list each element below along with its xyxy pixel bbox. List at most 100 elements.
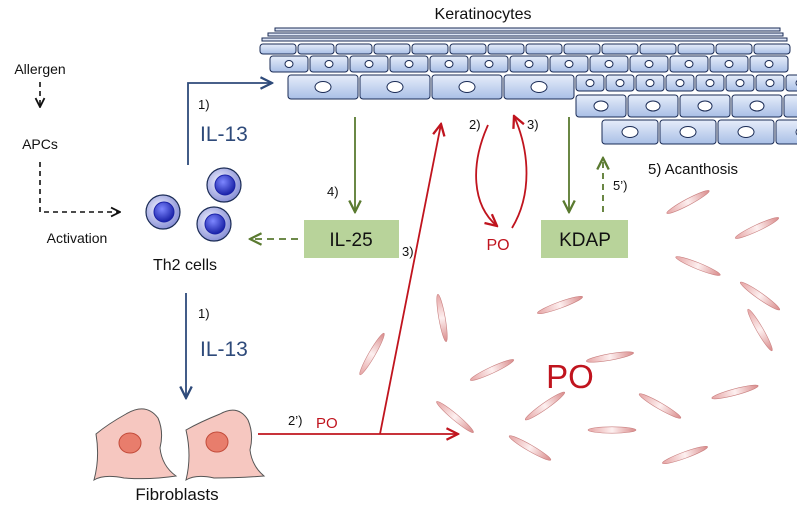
keratinocyte-cell	[429, 55, 469, 73]
keratinocyte-cell	[287, 74, 359, 100]
po-fiber	[537, 295, 583, 315]
il13-to-keratinocytes-arrow	[187, 83, 272, 165]
po-fiber	[638, 393, 682, 419]
keratinocyte-cell	[411, 43, 449, 55]
il25-label: IL-25	[329, 230, 372, 251]
keratinocyte-cell	[709, 55, 749, 73]
po-fiber	[711, 384, 759, 400]
keratinocyte-cell	[601, 43, 639, 55]
keratinocytes-label: Keratinocytes	[435, 6, 532, 23]
po-large-label: PO	[546, 358, 594, 395]
keratinocyte-cell	[659, 119, 717, 145]
po-fiber	[666, 190, 710, 214]
po-fiber	[734, 217, 780, 239]
step2-label: 2)	[469, 117, 481, 132]
keratinocyte-cell	[575, 94, 627, 118]
keratinocyte-cell	[725, 74, 755, 92]
apc-activation-arrow	[39, 162, 120, 212]
fibroblast-cell	[93, 408, 178, 482]
keratinocyte-cell	[679, 94, 731, 118]
keratinocyte-to-po-arrow	[475, 124, 497, 226]
po-fiber	[739, 281, 781, 311]
keratinocyte-cell	[775, 119, 797, 145]
il25-box: IL-25	[304, 220, 399, 258]
po-fiber	[469, 359, 515, 381]
keratinocyte-cell	[715, 43, 753, 55]
keratinocyte-cell	[601, 119, 659, 145]
keratinocyte-cell	[575, 74, 605, 92]
keratinocyte-cell	[731, 94, 783, 118]
keratinocyte-cells	[259, 43, 797, 145]
keratinocyte-cell	[665, 74, 695, 92]
keratinocyte-cell	[503, 74, 575, 100]
keratinocyte-cell	[695, 74, 725, 92]
po-fiber	[586, 351, 634, 363]
po-fibroblast-label: PO	[316, 415, 338, 432]
keratinocyte-cell	[259, 43, 297, 55]
keratinocyte-cell	[469, 55, 509, 73]
keratinocyte-cell	[487, 43, 525, 55]
po-fiber	[587, 426, 637, 434]
keratinocyte-cell	[605, 74, 635, 92]
po-fiber	[436, 294, 448, 342]
po-to-keratinocyte-long-arrow	[379, 124, 441, 435]
keratinocyte-cell	[549, 55, 589, 73]
keratinocyte-cell	[509, 55, 549, 73]
step1-mid-label: 1)	[198, 306, 210, 321]
po-fiber	[675, 256, 721, 276]
fibroblast-cell	[185, 409, 266, 482]
keratinocyte-cell	[639, 43, 677, 55]
keratinocyte-cell	[269, 55, 309, 73]
keratinocyte-cell	[349, 55, 389, 73]
step5-prime-label: 5’)	[613, 178, 627, 193]
po-fiber	[747, 308, 773, 352]
keratinocyte-cell	[309, 55, 349, 73]
step1-top-label: 1)	[198, 97, 210, 112]
keratinocyte-cell	[785, 74, 797, 92]
th2-cell	[145, 194, 181, 230]
th2-cell	[206, 167, 242, 203]
po-fiber	[359, 332, 385, 376]
keratinocyte-cell	[627, 94, 679, 118]
il13-mid-label: IL-13	[200, 338, 248, 361]
activation-label: Activation	[47, 230, 108, 246]
po-fibers	[359, 190, 781, 465]
il13-top-label: IL-13	[200, 123, 248, 146]
keratinocyte-cell	[717, 119, 775, 145]
stratum-corneum	[261, 27, 788, 42]
keratinocyte-cell	[297, 43, 335, 55]
keratinocyte-cell	[525, 43, 563, 55]
keratinocyte-cell	[431, 74, 503, 100]
keratinocyte-layer	[259, 27, 797, 145]
kdap-label: KDAP	[559, 230, 611, 251]
keratinocyte-cell	[749, 55, 789, 73]
keratinocyte-cell	[449, 43, 487, 55]
keratinocyte-cell	[589, 55, 629, 73]
keratinocyte-cell	[635, 74, 665, 92]
step4-label: 4)	[327, 184, 339, 199]
po-loop-label: PO	[486, 237, 509, 254]
po-fiber	[524, 391, 566, 421]
keratinocyte-cell	[359, 74, 431, 100]
fibroblasts-label: Fibroblasts	[135, 485, 218, 504]
th2-cell	[196, 206, 232, 242]
keratinocyte-cell	[629, 55, 669, 73]
step2-prime-label: 2’)	[288, 413, 302, 428]
allergen-label: Allergen	[14, 61, 65, 77]
po-fiber	[436, 401, 474, 433]
keratinocyte-cell	[755, 74, 785, 92]
th2-cells-label: Th2 cells	[153, 257, 217, 274]
keratinocyte-cell	[753, 43, 791, 55]
kdap-box: KDAP	[541, 220, 628, 258]
keratinocyte-cell	[783, 94, 797, 118]
keratinocyte-cell	[563, 43, 601, 55]
step3-long-label: 3)	[402, 244, 414, 259]
keratinocyte-cell	[677, 43, 715, 55]
apcs-label: APCs	[22, 136, 58, 152]
po-to-keratinocyte-arrow	[511, 116, 528, 229]
keratinocyte-cell	[335, 43, 373, 55]
acanthosis-label: 5) Acanthosis	[648, 161, 738, 178]
po-fiber	[508, 435, 552, 461]
keratinocyte-cell	[669, 55, 709, 73]
